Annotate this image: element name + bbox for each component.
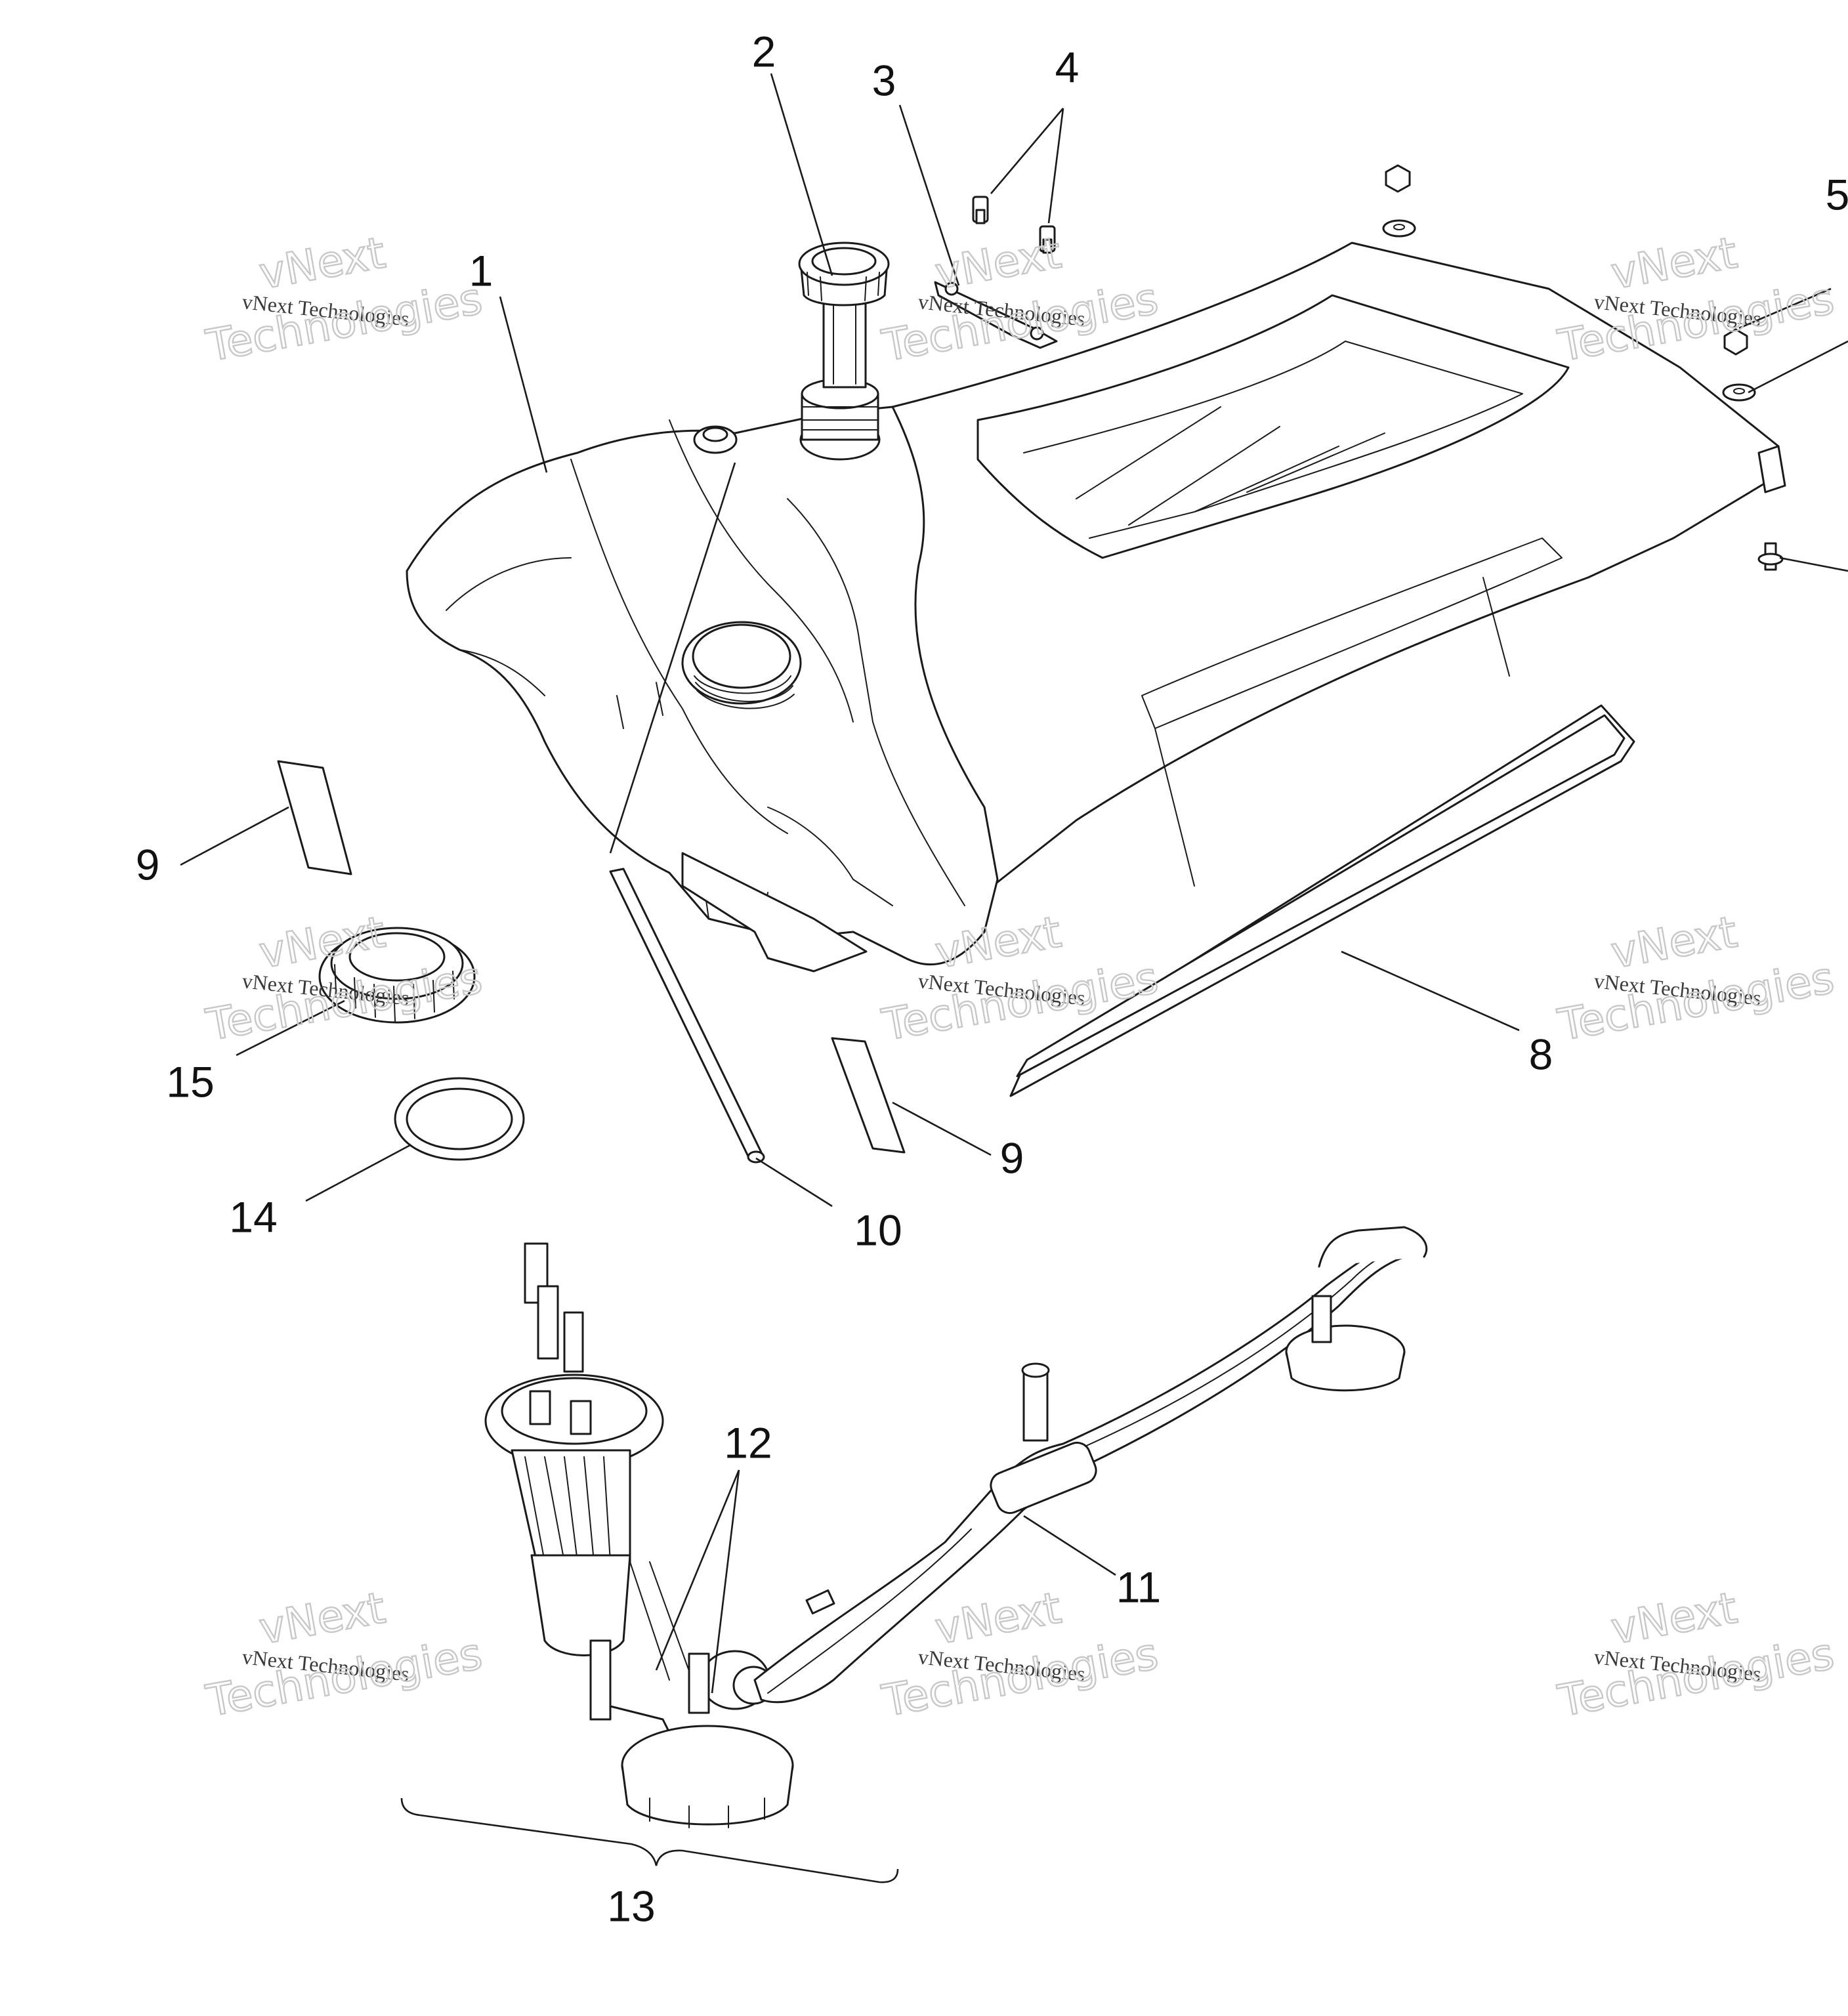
svg-text:vNext: vNext (1607, 1582, 1740, 1654)
svg-text:vNext: vNext (255, 227, 388, 299)
svg-text:vNext: vNext (931, 1582, 1064, 1654)
callout-8: 8 (1529, 1030, 1553, 1078)
watermark-r2c1: vNext vNext Technologies Technologies (201, 906, 486, 1051)
callout-2: 2 (752, 27, 776, 75)
watermark-r3c1: vNext vNext Technologies Technologies (201, 1582, 486, 1727)
callout-labels: 1 2 3 4 5 8 9 9 10 11 12 13 14 15 (136, 27, 1848, 1930)
part-13-fuel-pump (484, 1242, 794, 1828)
callout-3: 3 (872, 56, 896, 104)
part-2-fuel-cap (798, 242, 890, 388)
part-11-fuel-line (753, 1226, 1428, 1704)
callout-15: 15 (166, 1057, 214, 1106)
callout-13: 13 (607, 1881, 655, 1930)
svg-text:Technologies: Technologies (202, 1628, 486, 1727)
part-14-seal (394, 1077, 525, 1161)
callout-1: 1 (469, 246, 494, 295)
watermark-r1c3: vNext vNext Technologies Technologies (1553, 226, 1838, 372)
svg-text:vNext: vNext (255, 1582, 388, 1654)
watermark-r3c3: vNext vNext Technologies Technologies (1553, 1582, 1838, 1727)
svg-text:Technologies: Technologies (1554, 1628, 1838, 1727)
svg-text:Technologies: Technologies (878, 1628, 1162, 1727)
watermark-r1c1: vNext vNext Technologies Technologies (201, 226, 486, 372)
part-4-bolts (972, 196, 1056, 254)
svg-text:vNext: vNext (1607, 227, 1740, 299)
callout-4: 4 (1055, 43, 1080, 91)
svg-text:vNext: vNext (931, 227, 1064, 299)
part-9-pad-a (277, 760, 352, 875)
callout-10: 10 (854, 1206, 902, 1254)
part-3-bracket (934, 281, 1058, 349)
part-10-hose (609, 868, 765, 1164)
part-9-pad-b (831, 1037, 906, 1154)
callout-9-right: 9 (1000, 1133, 1024, 1182)
callout-11: 11 (1116, 1563, 1162, 1611)
callout-12: 12 (724, 1418, 772, 1467)
watermarks: vNext vNext Technologies Technologies vN… (201, 226, 1838, 1727)
part-8-plate (1009, 704, 1635, 1097)
callout-9-left: 9 (136, 840, 160, 889)
svg-text:vNext: vNext (1607, 906, 1740, 978)
callout-14: 14 (229, 1192, 277, 1241)
svg-text:Technologies: Technologies (202, 273, 486, 371)
part-15-lock-ring (318, 927, 476, 1024)
part-1-fuel-tank (406, 242, 1786, 973)
callout-5: 5 (1826, 170, 1848, 219)
svg-text:Technologies: Technologies (1554, 952, 1838, 1051)
leader-lines (180, 73, 1848, 1883)
watermark-r2c3: vNext vNext Technologies Technologies (1553, 906, 1838, 1051)
part-5-hardware (1382, 164, 1784, 571)
svg-text:Technologies: Technologies (1554, 273, 1838, 371)
